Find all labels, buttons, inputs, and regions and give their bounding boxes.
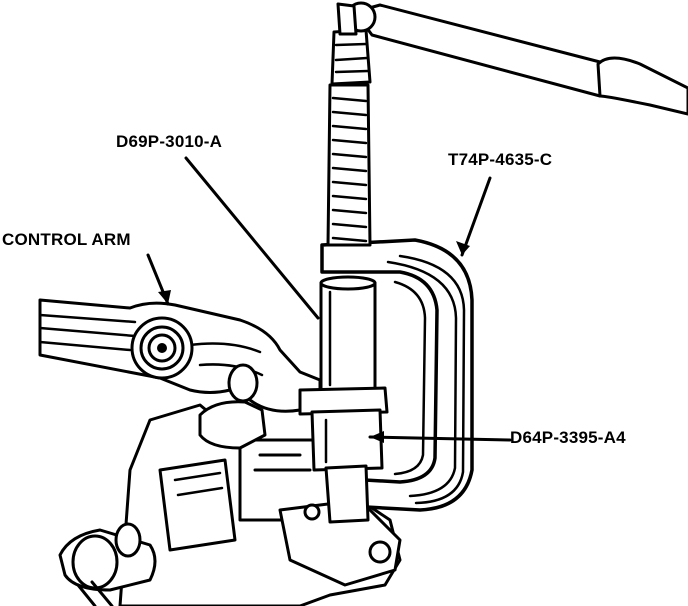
label-adapter: D64P-3395-A4	[510, 428, 626, 447]
ratchet-handle	[336, 1, 688, 116]
forcing-screw	[326, 28, 372, 247]
label-control-arm: CONTROL ARM	[2, 230, 131, 249]
bench-vise	[118, 403, 402, 606]
bushing-eye	[130, 316, 194, 380]
label-c-clamp: T74P-4635-C	[448, 150, 553, 169]
adapter-spacer	[298, 386, 389, 524]
leader-lines	[146, 156, 512, 443]
label-receiver-cup: D69P-3010-A	[116, 132, 223, 151]
vise-handle	[58, 522, 157, 606]
receiver-cup	[319, 275, 377, 392]
